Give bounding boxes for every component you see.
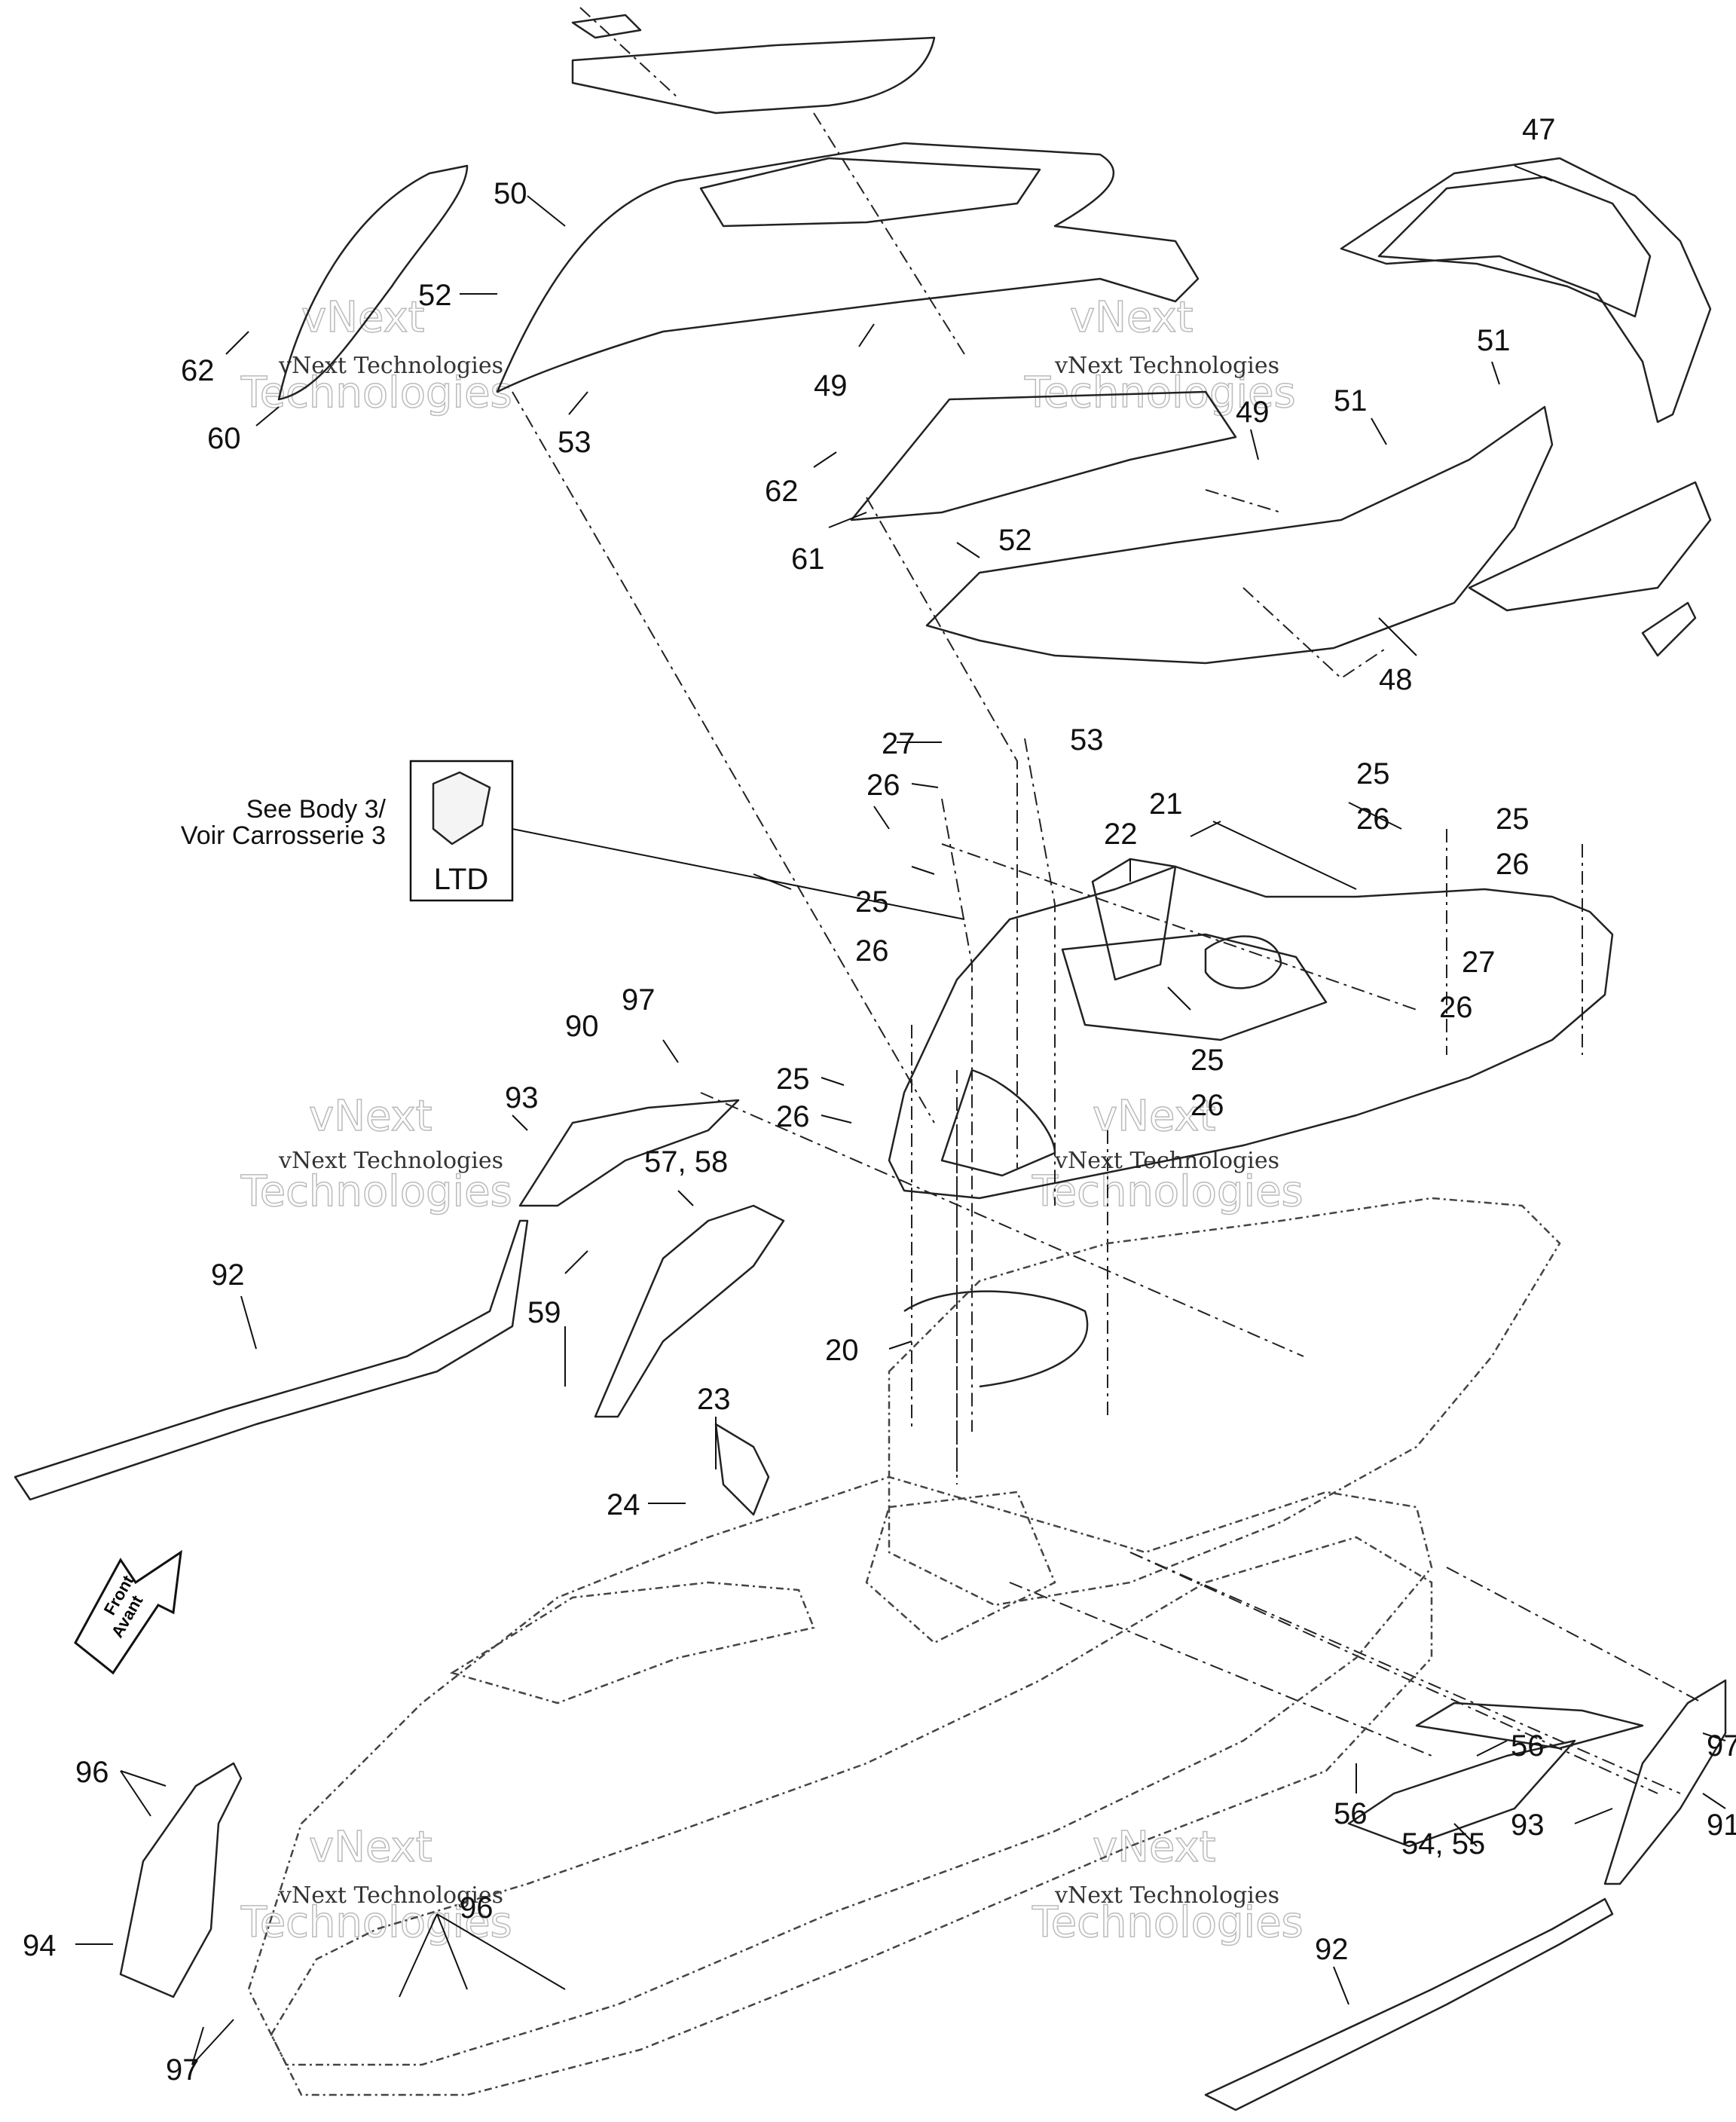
callout-25: 25 [855,885,889,919]
callout-26: 26 [1190,1089,1224,1122]
part-rail-92-bottom [1204,1897,1614,2111]
callout-20: 20 [825,1334,859,1367]
watermarks: vNext Technologies vNext Technologies vN… [240,292,1304,1948]
part-mid-panel-48 [850,390,1712,665]
callout-60: 60 [207,422,241,455]
watermark-next: vNext [301,293,425,342]
callout-25: 25 [1190,1044,1224,1077]
part-gasket-20 [903,1290,1089,1388]
callout-62: 62 [765,475,799,508]
hull-outline [247,1197,1561,2096]
callout-47: 47 [1522,113,1556,146]
callout-27: 27 [882,727,915,760]
reference-line-2: Voir Carrosserie 3 [181,821,386,850]
callout-56: 56 [1334,1797,1368,1830]
callout-93: 93 [505,1081,539,1115]
part-right-trims [1347,1679,1727,1885]
callout-54-55: 54, 55 [1401,1827,1485,1861]
callout-26: 26 [776,1100,810,1133]
leader-lines [75,165,1726,2065]
callout-57-58: 57, 58 [644,1145,728,1179]
callout-62: 62 [181,354,215,387]
callout-97: 97 [622,983,656,1017]
watermark-text: vNext Technologies [1054,1882,1279,1909]
part-frame-22 [888,858,1614,1200]
callout-97: 97 [1707,1729,1736,1763]
watermark-text: vNext Technologies [1054,353,1279,379]
callout-93: 93 [1511,1809,1545,1842]
callout-96: 96 [460,1891,494,1925]
callout-25: 25 [1356,757,1390,790]
callout-26: 26 [1496,848,1530,881]
part-rail-90-92 [14,1099,740,1501]
callout-25: 25 [1496,803,1530,836]
assembly-lines [512,7,1704,1794]
callout-26: 26 [1439,991,1473,1024]
callout-52: 52 [998,524,1032,557]
callout-24: 24 [607,1488,640,1521]
reference-box: LTD See Body 3/ Voir Carrosserie 3 [181,760,514,902]
callout-53: 53 [558,426,591,459]
watermark-text: vNext Technologies [278,1882,503,1909]
callout-96: 96 [75,1756,109,1789]
callout-21: 21 [1149,787,1183,821]
watermark-big: Technologies [240,1898,512,1947]
callout-53: 53 [1070,723,1104,757]
callout-52: 52 [418,279,452,312]
callout-23: 23 [697,1383,731,1416]
part-rear-cover-47 [1340,157,1712,423]
callout-51: 51 [1477,324,1511,357]
reference-badge: LTD [434,863,489,896]
watermark-next: vNext [309,1823,432,1872]
reference-line-1: See Body 3/ [246,795,387,824]
watermark-text: vNext Technologies [278,353,503,379]
callout-26: 26 [866,769,900,802]
part-top-cover-50 [496,14,1200,393]
front-arrow-icon [74,1549,182,1675]
watermark-big: Technologies [1032,1167,1304,1216]
callout-56: 56 [1511,1729,1545,1763]
watermark-next: vNext [1093,1092,1216,1141]
watermark-text: vNext Technologies [278,1148,503,1174]
callout-92: 92 [211,1258,245,1292]
watermark-next: vNext [309,1092,432,1141]
part-bracket-57-58 [594,1204,785,1418]
callout-92: 92 [1315,1933,1349,1966]
watermark-big: Technologies [1032,1898,1304,1947]
callout-59: 59 [527,1296,561,1329]
reference-part-icon [432,771,491,845]
callout-94: 94 [23,1929,57,1962]
part-bracket-23 [714,1423,770,1516]
callout-48: 48 [1379,663,1413,696]
callout-26: 26 [855,934,889,968]
callout-26: 26 [1356,803,1390,836]
callout-25: 25 [776,1063,810,1096]
part-side-trim-60 [277,164,469,401]
callout-49: 49 [814,369,848,402]
callouts: 47 50 52 62 60 49 53 51 51 49 62 61 52 4… [23,113,1736,2087]
callout-90: 90 [565,1010,599,1043]
watermark-next: vNext [1093,1823,1216,1872]
callout-97: 97 [166,2053,200,2087]
callout-27: 27 [1462,946,1496,979]
callout-50: 50 [494,177,527,210]
watermark-big: Technologies [240,1167,512,1216]
part-nose-94 [119,1762,243,1998]
front-direction-arrow: Front Avant [74,1549,182,1675]
callout-61: 61 [791,543,825,576]
callout-49: 49 [1236,396,1270,429]
callout-51: 51 [1334,384,1368,417]
callout-91: 91 [1707,1809,1736,1842]
callout-22: 22 [1104,818,1138,851]
